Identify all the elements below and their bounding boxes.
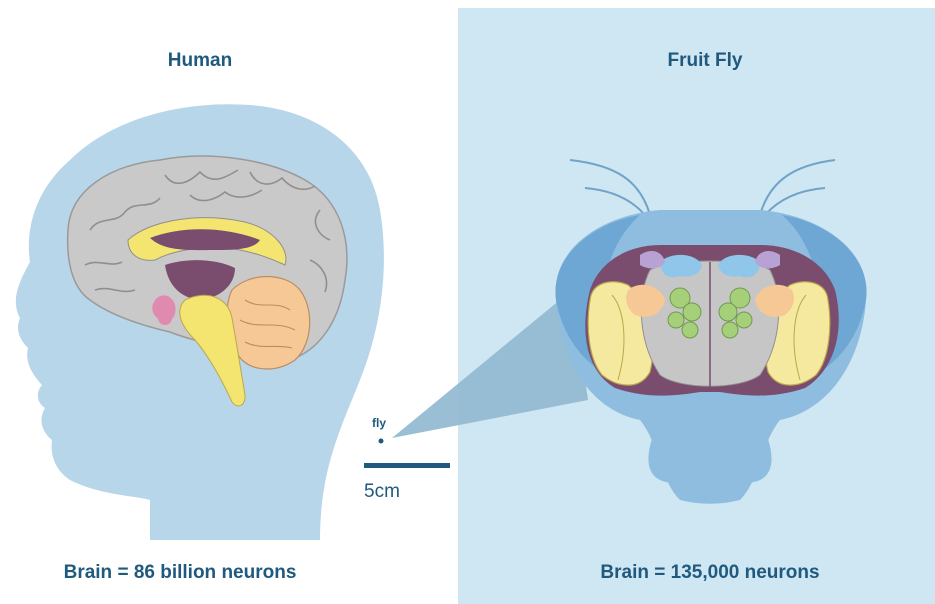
human-title: Human bbox=[150, 50, 250, 72]
human-neuron-count: Brain = 86 billion neurons bbox=[20, 562, 340, 584]
fly-neuron-count: Brain = 135,000 neurons bbox=[560, 562, 860, 584]
scale-bar-label: 5cm bbox=[364, 481, 400, 503]
scale-bar bbox=[364, 463, 450, 468]
fly-proboscis bbox=[648, 420, 771, 500]
pituitary-gland bbox=[158, 311, 172, 325]
cerebellum bbox=[227, 277, 310, 370]
fruit-fly-title: Fruit Fly bbox=[650, 50, 760, 72]
fly-label: fly bbox=[372, 416, 386, 430]
fly-dot bbox=[379, 439, 384, 444]
fly-antennae bbox=[570, 160, 835, 215]
